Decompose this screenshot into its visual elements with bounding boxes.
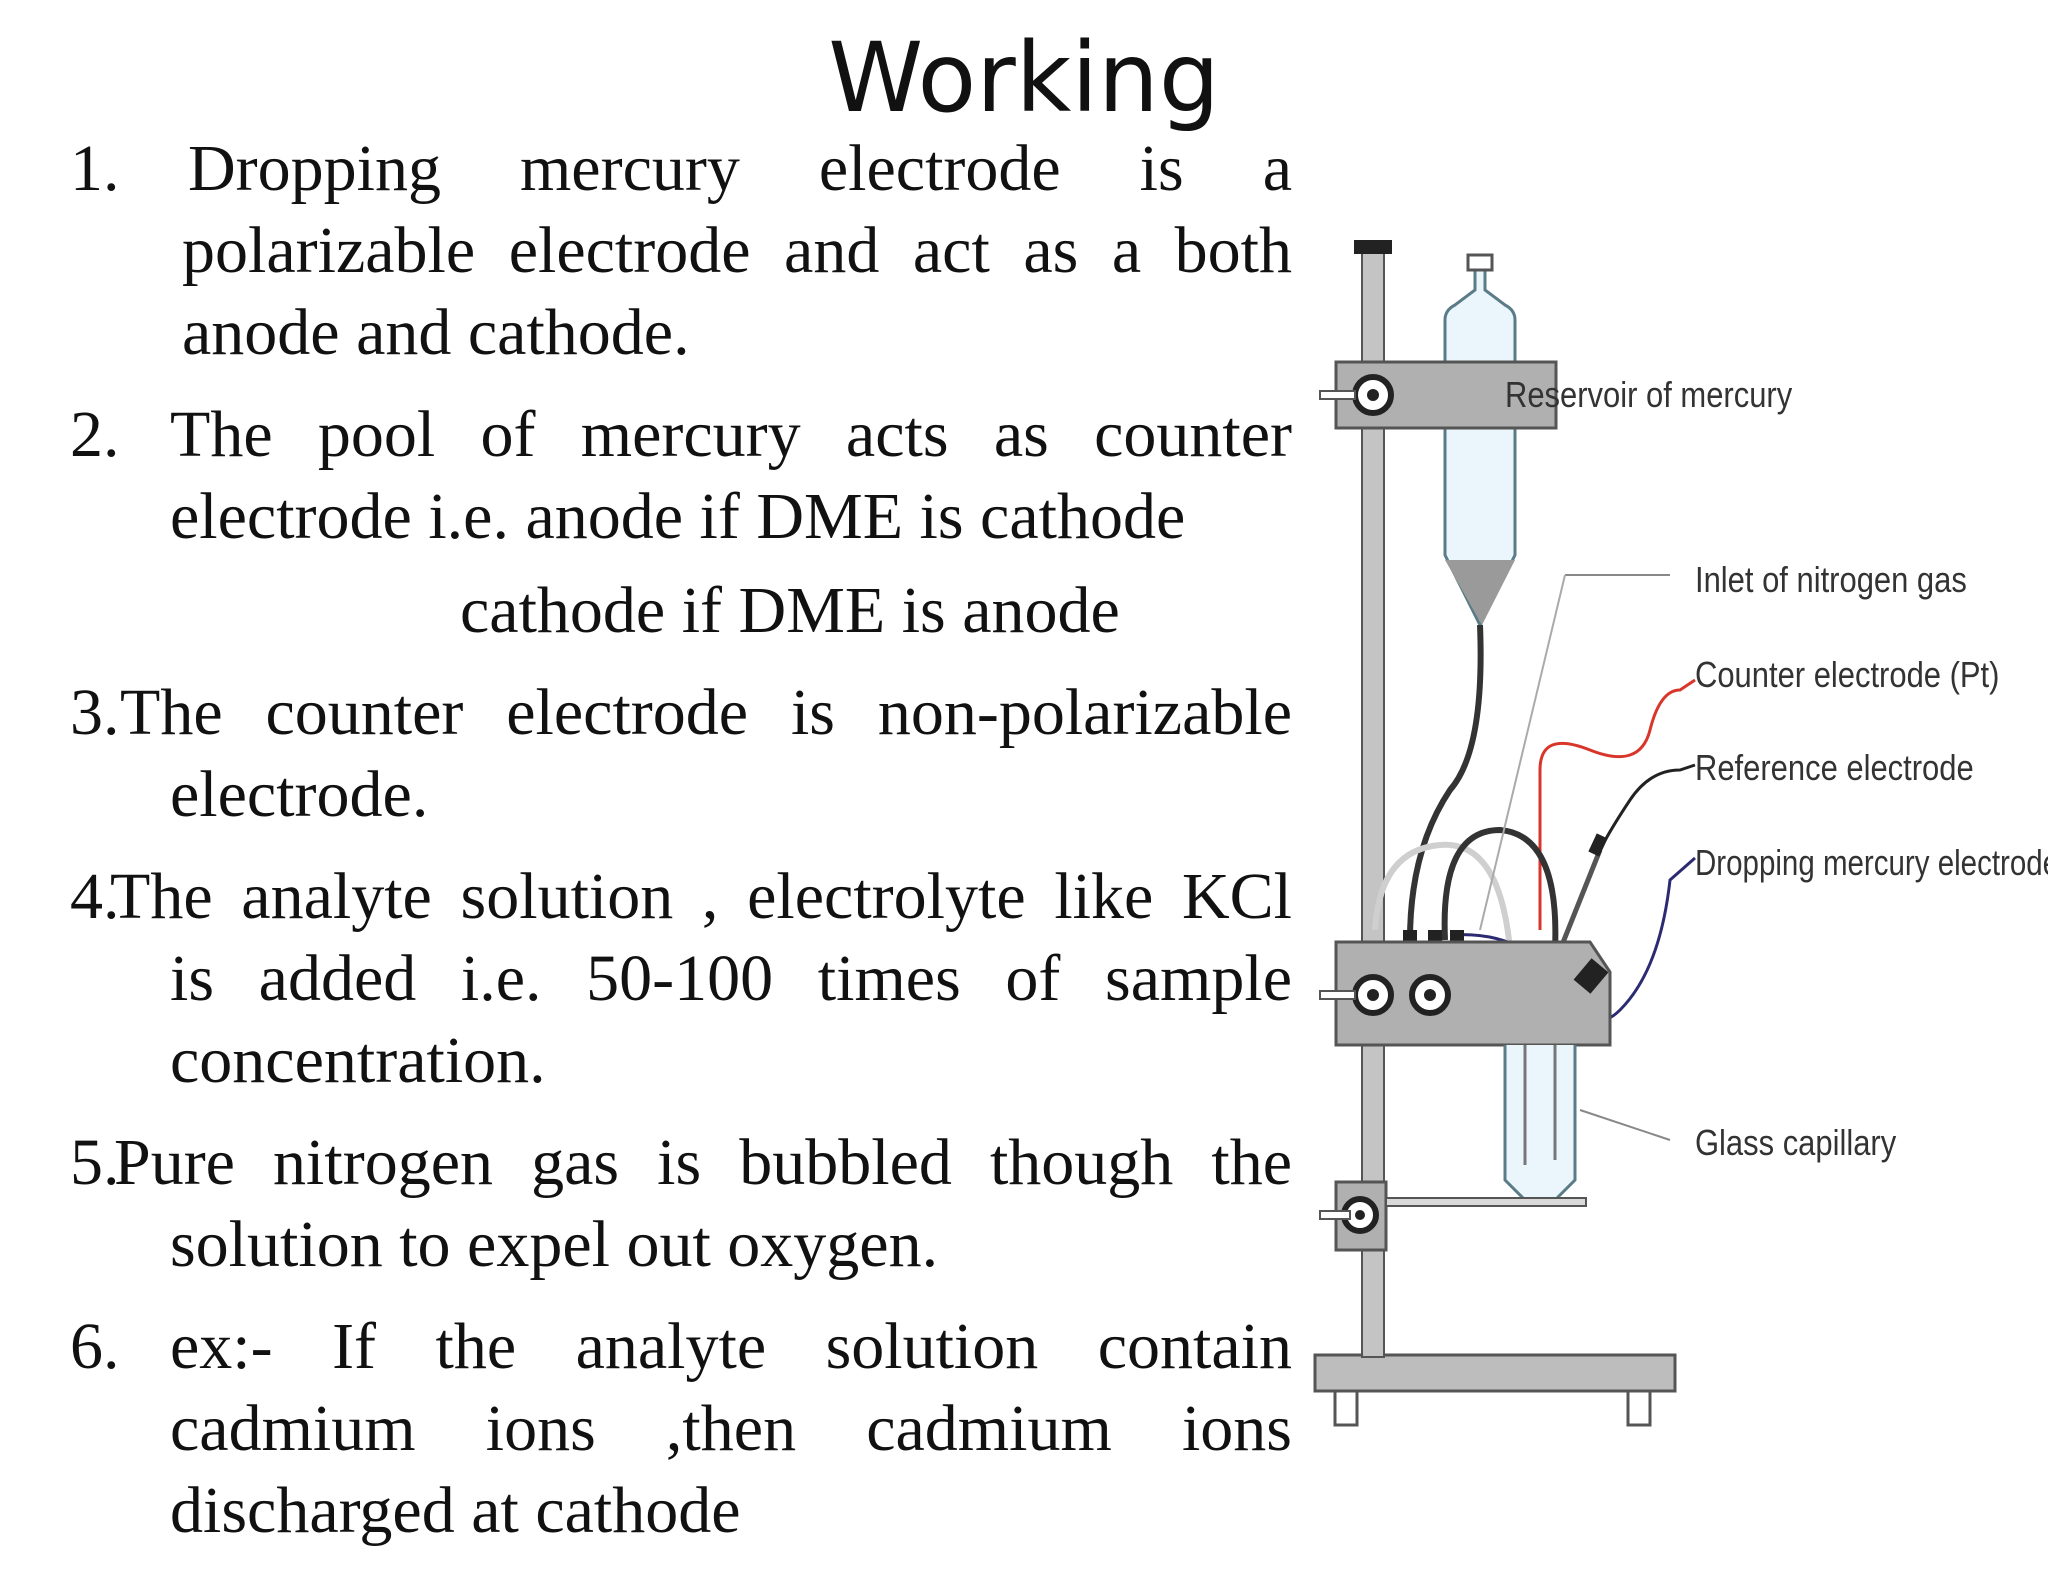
item-first-line: ex:- If the analyte solution contain <box>170 1310 1292 1383</box>
cell-clamp <box>1334 940 1612 1047</box>
item-body: The analyte solution , electrolyte like … <box>110 856 1292 1102</box>
list-item-2: 2. The pool of mercury acts as counter e… <box>70 394 1292 652</box>
label-counter: Counter electrode (Pt) <box>1695 656 1999 696</box>
mercury-level <box>1445 560 1515 625</box>
item-number: 6. <box>70 1310 120 1383</box>
item-rest: electrode i.e. anode if DME is cathode <box>170 480 1186 553</box>
stand-foot-right <box>1626 1389 1652 1427</box>
item-rest: polarizable electrode and act as a both … <box>182 214 1292 369</box>
item-first-line: The pool of mercury acts as counter <box>170 398 1292 471</box>
item-rest: solution to expel out oxygen. <box>170 1208 939 1281</box>
stand-rod-cap <box>1354 240 1392 254</box>
item-first-line: The analyte solution , electrolyte like … <box>110 860 1292 933</box>
reservoir-stopper <box>1466 253 1494 272</box>
label-capillary: Glass capillary <box>1695 1124 1896 1164</box>
label-dme: Dropping mercury electrode <box>1695 842 2048 882</box>
item-rest: is added i.e. 50-100 times of sample con… <box>170 942 1292 1097</box>
item-body: The pool of mercury acts as counter elec… <box>170 394 1292 652</box>
page-title: Working <box>0 22 2048 134</box>
reference-electrode-rod <box>1557 849 1603 951</box>
item-rest: cadmium ions ,then cadmium ions discharg… <box>170 1392 1292 1547</box>
mercury-reservoir <box>1443 268 1517 629</box>
label-reference: Reference electrode <box>1695 749 1974 789</box>
item-body: Pure nitrogen gas is bubbled though the … <box>114 1122 1292 1286</box>
item-number: 1. <box>70 132 120 205</box>
item-body: ex:- If the analyte solution contain cad… <box>170 1306 1292 1552</box>
glass-cell <box>1503 1045 1577 1202</box>
reference-cap <box>1588 833 1608 857</box>
inlet-leader-2 <box>1479 574 1566 931</box>
stand-base <box>1313 1353 1677 1393</box>
mercury-tube <box>1407 624 1484 941</box>
polarograph-apparatus-figure: Reservoir of mercury Inlet of nitrogen g… <box>1313 240 2048 1427</box>
label-inlet: Inlet of nitrogen gas <box>1695 561 1967 601</box>
lower-clamp-screw <box>1319 1210 1351 1220</box>
item-first-line: Dropping mercury electrode is a <box>188 132 1292 205</box>
lower-support-arm <box>1385 1197 1587 1207</box>
knob-center <box>1367 389 1379 401</box>
cell-clamp-screw <box>1319 990 1356 1000</box>
label-reservoir: Reservoir of mercury <box>1505 376 1792 416</box>
knob-center <box>1355 1210 1365 1220</box>
gas-tube-light <box>1372 841 1513 951</box>
item-first-line: Pure nitrogen gas is bubbled though the <box>114 1126 1292 1199</box>
item-body: The counter electrode is non-polarizable… <box>120 672 1292 836</box>
stand-foot-left <box>1333 1389 1359 1427</box>
item-rest: electrode. <box>170 758 429 831</box>
item-number: 2. <box>70 398 120 471</box>
item-body: Dropping mercury electrode is a polariza… <box>182 128 1292 374</box>
reference-wire <box>1598 763 1696 851</box>
item-first-line: The counter electrode is non-polarizable <box>120 676 1292 749</box>
counter-wire <box>1538 678 1696 930</box>
list-item-1: 1. Dropping mercury electrode is a polar… <box>70 128 1292 374</box>
list-item-4: 4. The analyte solution , electrolyte li… <box>70 856 1292 1102</box>
upper-clamp-screw <box>1319 390 1356 400</box>
list-item-3: 3. The counter electrode is non-polariza… <box>70 672 1292 836</box>
item-number: 5. <box>70 1126 120 1199</box>
list-item-5: 5. Pure nitrogen gas is bubbled though t… <box>70 1122 1292 1286</box>
working-steps-list: 1. Dropping mercury electrode is a polar… <box>70 128 1292 1572</box>
list-item-6: 6. ex:- If the analyte solution contain … <box>70 1306 1292 1552</box>
item-extra-line: cathode if DME is anode <box>460 574 1120 647</box>
cell-clamp-connector <box>1573 958 1609 994</box>
page-title-text: Working <box>828 22 1220 134</box>
knob-center <box>1424 989 1436 1001</box>
knob-center <box>1367 989 1379 1001</box>
item-number: 3. <box>70 676 120 749</box>
item-number: 4. <box>70 860 120 933</box>
black-wire <box>1441 826 1559 951</box>
capillary-leader <box>1579 1109 1671 1141</box>
